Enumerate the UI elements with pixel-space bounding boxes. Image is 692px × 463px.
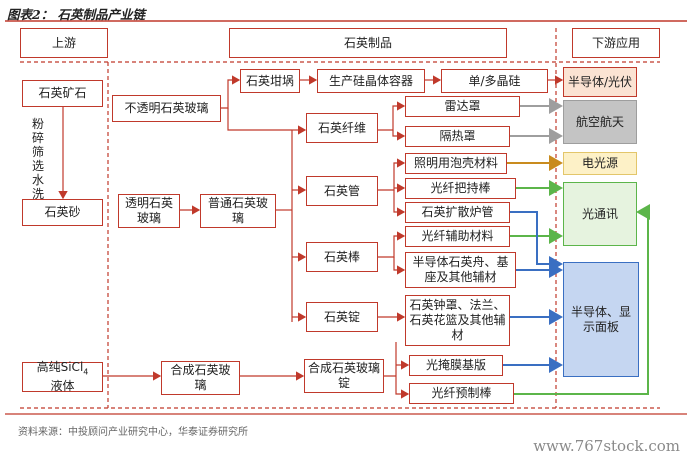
node-preform: 光纤预制棒 bbox=[409, 383, 514, 404]
node-semiconductor-pv: 半导体/光伏 bbox=[563, 67, 637, 97]
node-transparent-glass: 透明石英玻璃 bbox=[118, 194, 180, 228]
header-upstream: 上游 bbox=[20, 28, 108, 58]
node-rod: 石英棒 bbox=[306, 242, 378, 272]
node-quartz-ore: 石英矿石 bbox=[22, 80, 103, 107]
node-heat-shield: 隔热罩 bbox=[405, 126, 510, 147]
node-synthetic-ingot: 合成石英玻璃锭 bbox=[304, 359, 384, 393]
node-electric-light: 电光源 bbox=[563, 152, 637, 175]
watermark: www.767stock.com bbox=[533, 437, 680, 455]
node-fiber-aux: 光纤辅助材料 bbox=[405, 226, 510, 247]
node-quartz-sand: 石英砂 bbox=[22, 199, 103, 226]
figure-title: 图表2： 石英制品产业链 bbox=[7, 7, 146, 22]
header-downstream: 下游应用 bbox=[572, 28, 660, 58]
source-note: 资料来源：中投顾问产业研究中心，华泰证券研究所 bbox=[18, 427, 248, 438]
node-crucible: 石英坩埚 bbox=[240, 69, 300, 93]
header-midstream: 石英制品 bbox=[229, 28, 507, 58]
node-silicon: 单/多晶硅 bbox=[441, 69, 548, 93]
node-fiber: 石英纤维 bbox=[306, 113, 378, 143]
node-aerospace: 航空航天 bbox=[563, 100, 637, 144]
process-steps: 粉碎 筛选 水洗 bbox=[31, 117, 44, 201]
node-sicl4: 高纯SiCl4 液体 bbox=[22, 360, 103, 393]
node-lamp: 照明用泡壳材料 bbox=[405, 153, 507, 174]
node-fiber-holder: 光纤把持棒 bbox=[405, 178, 516, 199]
node-bell-jar: 石英钟罩、法兰、石英花篮及其他辅材 bbox=[405, 295, 510, 346]
node-mask: 光掩膜基版 bbox=[409, 355, 503, 376]
node-diffusion: 石英扩散炉管 bbox=[405, 202, 510, 223]
node-semi-boat: 半导体石英舟、基座及其他辅材 bbox=[405, 252, 516, 288]
node-tube: 石英管 bbox=[306, 176, 378, 206]
node-opaque-glass: 不透明石英玻璃 bbox=[112, 95, 221, 122]
node-synthetic-glass: 合成石英玻璃 bbox=[161, 361, 240, 395]
node-container: 生产硅晶体容器 bbox=[317, 69, 425, 93]
node-semi-display: 半导体、显示面板 bbox=[563, 262, 639, 377]
node-ordinary-glass: 普通石英玻璃 bbox=[200, 194, 276, 228]
node-optical-comm: 光通讯 bbox=[563, 182, 637, 246]
node-radar: 雷达罩 bbox=[405, 96, 520, 117]
node-ingot: 石英锭 bbox=[306, 302, 378, 332]
